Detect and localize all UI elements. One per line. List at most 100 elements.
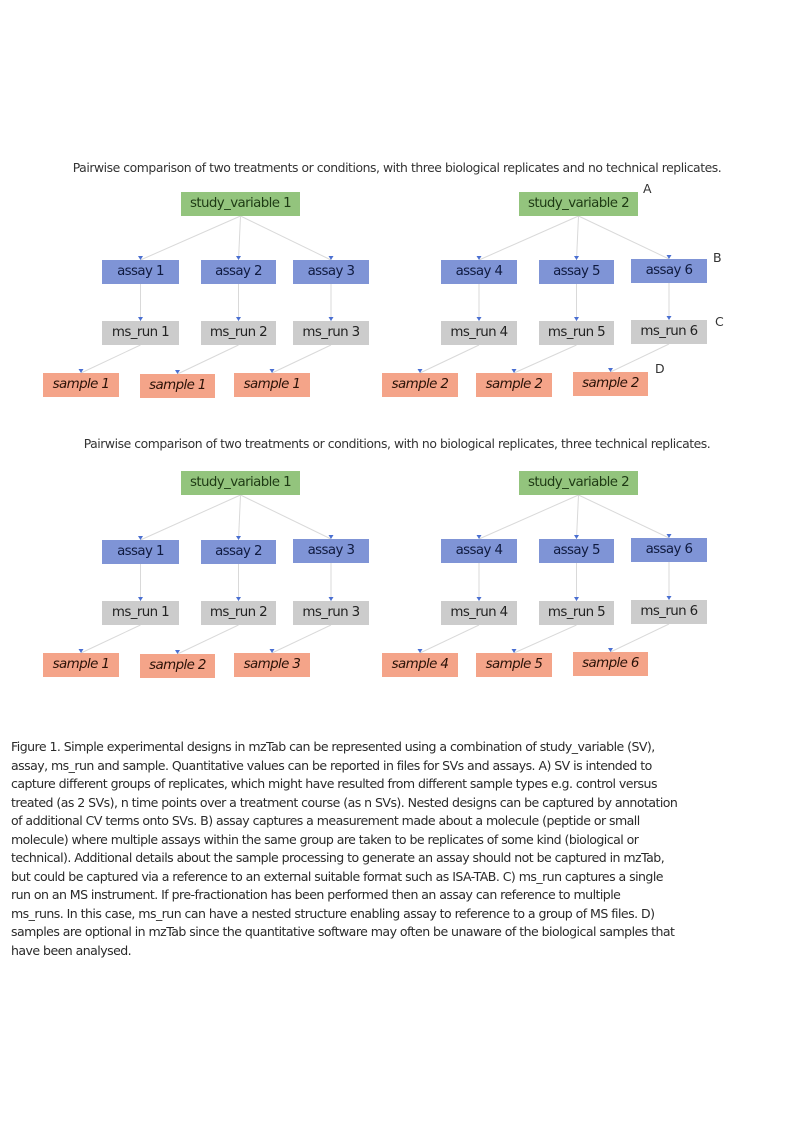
- arrowhead: [511, 369, 517, 373]
- arrowhead: [328, 535, 334, 539]
- panel1-title: Pairwise comparison of two treatments or…: [72, 160, 722, 175]
- arrowhead: [476, 535, 482, 539]
- connector-line: [80, 344, 141, 374]
- panel1-assay-2: assay 2: [201, 260, 276, 284]
- arrowhead: [328, 256, 334, 260]
- connector-line: [419, 624, 480, 654]
- panel1-ms-run-5: ms_run 5: [539, 321, 614, 345]
- panel2-sample-4: sample 4: [382, 653, 458, 677]
- arrowhead: [138, 597, 143, 601]
- connector-line: [80, 624, 141, 654]
- caption-line: molecule) where multiple assays within t…: [11, 831, 639, 847]
- connector-line: [576, 215, 579, 261]
- connector-line: [238, 215, 241, 261]
- connector-line: [478, 215, 579, 261]
- panel2-title: Pairwise comparison of two treatments or…: [83, 436, 711, 451]
- panel2-assay-1: assay 1: [102, 540, 179, 564]
- panel2-ms-run-2: ms_run 2: [201, 601, 276, 625]
- panel2-ms-run-6: ms_run 6: [631, 600, 707, 624]
- arrowhead: [175, 370, 180, 374]
- panel2-assay-6: assay 6: [631, 538, 707, 562]
- connector-line: [610, 623, 670, 653]
- arrowhead: [574, 317, 579, 321]
- panel2-sample-2: sample 2: [140, 654, 215, 678]
- connector-line: [238, 494, 241, 541]
- label-a: A: [643, 181, 652, 196]
- panel2-ms-run-5: ms_run 5: [539, 601, 614, 625]
- connector-line: [513, 344, 577, 374]
- arrowhead: [666, 316, 672, 320]
- panel2-sample-5: sample 5: [476, 653, 552, 677]
- arrowhead: [666, 596, 672, 600]
- panel1-ms-run-2: ms_run 2: [201, 321, 276, 345]
- caption-line: run on an MS instrument. If pre-fraction…: [11, 887, 621, 902]
- connector-line: [478, 494, 579, 540]
- panel1-assay-4: assay 4: [441, 260, 517, 284]
- panel2-ms-run-4: ms_run 4: [441, 601, 517, 625]
- arrowhead: [328, 317, 334, 321]
- panel2-sample-1: sample 1: [43, 653, 119, 677]
- arrowhead: [476, 597, 482, 601]
- arrowhead: [236, 256, 241, 260]
- connector-line: [140, 215, 241, 261]
- arrowhead: [608, 648, 613, 652]
- connector-line: [240, 215, 332, 261]
- connector-line: [578, 215, 670, 260]
- caption-line: ms_runs. In this case, ms_run can have a…: [11, 905, 655, 921]
- arrowhead: [175, 650, 180, 654]
- panel1-ms-run-6: ms_run 6: [631, 320, 707, 344]
- panel1-assay-1: assay 1: [102, 260, 179, 284]
- arrowhead: [574, 256, 579, 260]
- caption-line: samples are optional in mzTab since the …: [11, 924, 675, 939]
- panel2-assay-3: assay 3: [293, 539, 369, 563]
- caption-line: technical). Additional details about the…: [11, 850, 665, 865]
- caption-line: assay, ms_run and sample. Quantitative v…: [11, 757, 652, 773]
- panel1-sample-6: sample 2: [573, 372, 648, 396]
- connector-line: [513, 624, 577, 654]
- panel1-assay-5: assay 5: [539, 260, 614, 284]
- panel2-assay-4: assay 4: [441, 539, 517, 563]
- panel2-assay-5: assay 5: [539, 539, 614, 563]
- label-d: D: [655, 361, 665, 376]
- arrowhead: [269, 369, 275, 373]
- arrowhead: [138, 256, 143, 260]
- arrowhead: [608, 368, 613, 372]
- arrowhead: [78, 369, 84, 373]
- connector-line: [177, 344, 239, 375]
- panel1-ms-run-4: ms_run 4: [441, 321, 517, 345]
- caption-line: but could be captured via a reference to…: [11, 868, 664, 884]
- panel1-sample-4: sample 2: [382, 373, 458, 397]
- arrowhead: [666, 534, 672, 538]
- arrowhead: [269, 649, 275, 653]
- arrowhead: [236, 317, 241, 321]
- label-b: B: [713, 250, 722, 265]
- arrowhead: [476, 256, 482, 260]
- panel1-sample-3: sample 1: [234, 373, 310, 397]
- panel2-sample-3: sample 3: [234, 653, 310, 677]
- label-c: C: [715, 314, 724, 329]
- connector-line: [271, 624, 332, 654]
- arrowhead: [138, 536, 143, 540]
- panel1-assay-3: assay 3: [293, 260, 369, 284]
- connector-line: [578, 494, 670, 539]
- connector-line: [419, 344, 480, 374]
- connector-line: [576, 494, 579, 540]
- connector-line: [271, 344, 332, 374]
- panel1-study-variable-1: study_variable 1: [181, 192, 300, 216]
- arrowhead: [574, 597, 579, 601]
- panel2-ms-run-3: ms_run 3: [293, 601, 369, 625]
- connector-line: [177, 624, 239, 655]
- caption-line: have been analysed.: [11, 942, 132, 958]
- panel1-ms-run-3: ms_run 3: [293, 321, 369, 345]
- arrowhead: [511, 649, 517, 653]
- panel2-study-variable-1: study_variable 1: [181, 471, 300, 495]
- panel1-ms-run-1: ms_run 1: [102, 321, 179, 345]
- panel1-sample-5: sample 2: [476, 373, 552, 397]
- caption-line: of additional CV terms onto SVs. B) assa…: [11, 813, 640, 828]
- panel2-sample-6: sample 6: [573, 652, 648, 676]
- arrowhead: [417, 649, 423, 653]
- caption-line: treated (as 2 SVs), n time points over a…: [11, 794, 678, 810]
- arrowhead: [476, 317, 482, 321]
- connector-line: [610, 343, 670, 373]
